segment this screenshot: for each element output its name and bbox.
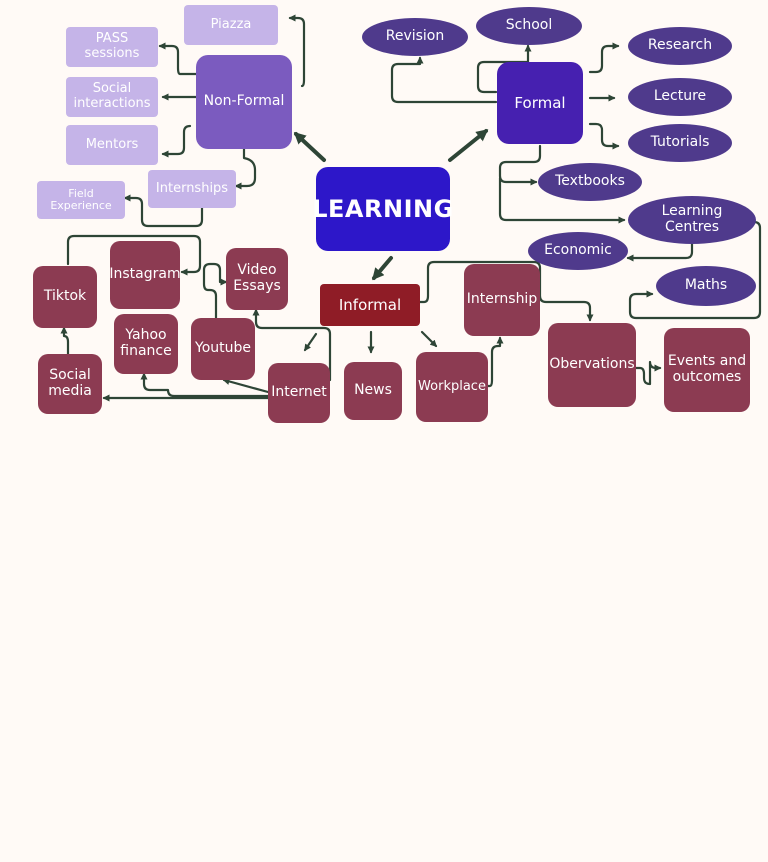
textbooks-node: Textbooks [538,163,642,201]
link-revision [390,56,498,104]
link-textbooks [498,144,542,186]
link-events-outcomes [634,360,662,386]
link-observations [418,260,594,322]
link-learning-centres [498,176,626,224]
observations-node: Obervations [548,323,636,407]
maths-node: Maths [656,266,756,306]
internet-node: Internet [268,363,330,423]
learning-center-node: LEARNING [312,167,453,251]
link-pass [158,42,198,76]
link-research [588,42,620,74]
research-node: Research [628,27,732,65]
link-internship [486,336,504,388]
arrow-to-formal [448,129,489,162]
link-mentors [161,124,192,158]
instagram-node: Instagram [109,241,181,309]
learning-centres-node: Learning Centres [628,196,756,244]
link-video-essays [252,308,332,382]
yahoo-finance-node: Yahoo finance [114,314,178,374]
piazza-node: Piazza [184,5,278,45]
mentors-node: Mentors [66,125,158,165]
pass-sessions-node: PASS sessions [66,27,158,67]
link-youtube [222,378,270,394]
formal-node: Formal [497,62,583,144]
link-piazza [288,14,306,88]
economic-node: Economic [528,232,628,270]
social-media-node: Social media [38,354,102,414]
link-school [476,44,532,94]
link-tiktok [60,326,70,356]
link-field-experience [123,194,204,228]
arrow-to-non-formal [293,131,326,162]
lecture-node: Lecture [628,78,732,116]
news-node: News [344,362,402,420]
school-node: School [476,7,582,45]
field-experience-node: Field Experience [37,181,125,219]
internship-node: Internship [464,264,540,336]
link-internships [234,147,257,190]
revision-node: Revision [362,18,468,56]
link-maths [628,220,762,320]
link-economic [626,242,694,262]
link-workplace [420,330,438,348]
link-youtube-video [202,262,228,320]
tutorials-node: Tutorials [628,124,732,162]
internships-node: Internships [148,170,236,208]
link-instagram [66,234,202,276]
link-internet [303,332,318,352]
events-outcomes-node: Events and outcomes [664,328,750,412]
youtube-node: Youtube [191,318,255,380]
social-interactions-node: Social interactions [66,77,158,117]
link-tutorials [588,122,620,150]
arrow-to-informal [372,256,393,281]
workplace-node: Workplace [416,352,488,422]
non-formal-node: Non-Formal [196,55,292,149]
video-essays-node: Video Essays [226,248,288,310]
informal-node: Informal [320,284,420,326]
link-yahoo-finance [140,372,270,398]
tiktok-node: Tiktok [33,266,97,328]
